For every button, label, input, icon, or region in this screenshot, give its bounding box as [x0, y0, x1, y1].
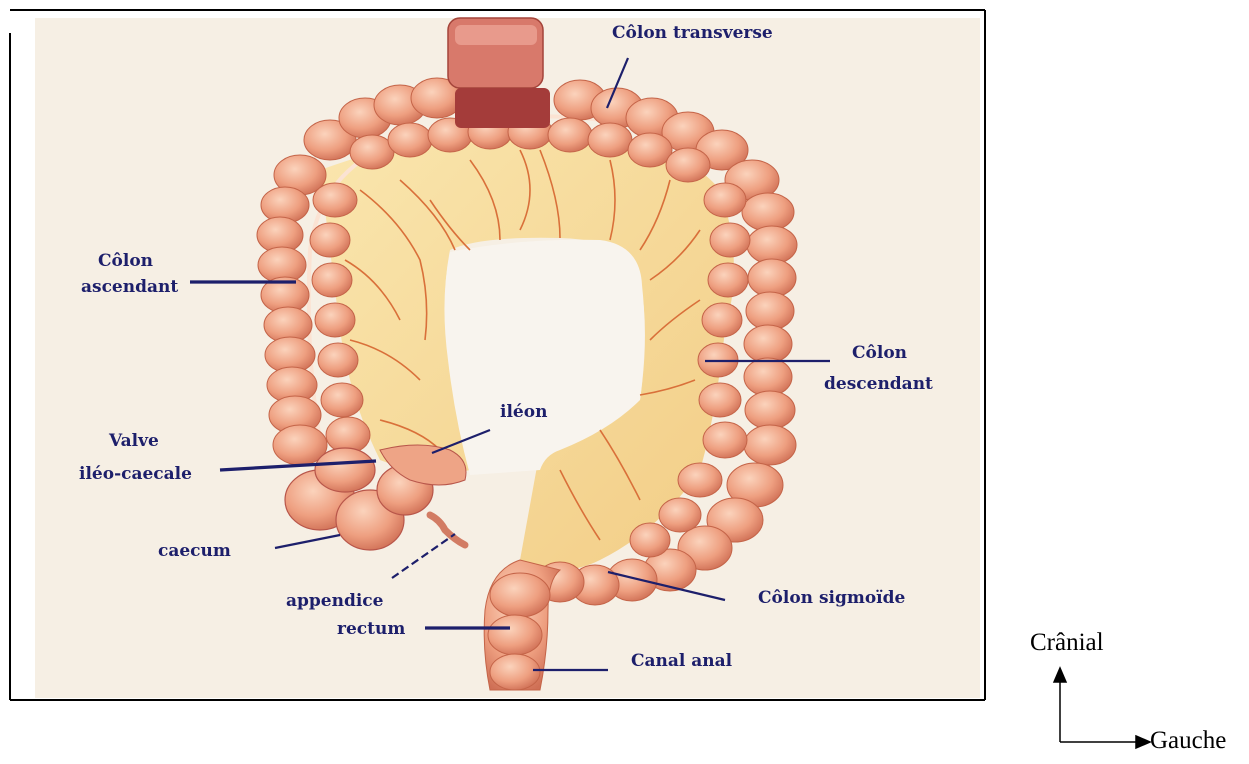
arrow-right-icon — [1136, 736, 1150, 748]
label-ileon: iléon — [500, 402, 547, 422]
label-colon-descendant-line2: descendant — [824, 374, 933, 394]
arrow-up-icon — [1054, 668, 1066, 682]
label-colon-descendant-line1: Côlon — [852, 343, 907, 363]
label-cranial: Crânial — [1030, 629, 1104, 656]
label-colon-transverse: Côlon transverse — [612, 23, 773, 43]
label-colon-ascendant-line1: Côlon — [98, 251, 153, 271]
label-colon-ascendant-line2: ascendant — [81, 277, 178, 297]
transverse-colon-cut — [448, 18, 550, 128]
label-rectum: rectum — [337, 619, 405, 639]
label-caecum: caecum — [158, 541, 231, 561]
orientation-axes — [1054, 668, 1150, 748]
label-colon-sigmoide: Côlon sigmoïde — [758, 588, 906, 608]
label-valve-line2: iléo-caecale — [79, 464, 192, 484]
label-valve-line1: Valve — [108, 431, 159, 451]
label-appendice: appendice — [286, 591, 384, 611]
label-gauche: Gauche — [1150, 727, 1226, 754]
label-canal-anal: Canal anal — [631, 651, 733, 671]
